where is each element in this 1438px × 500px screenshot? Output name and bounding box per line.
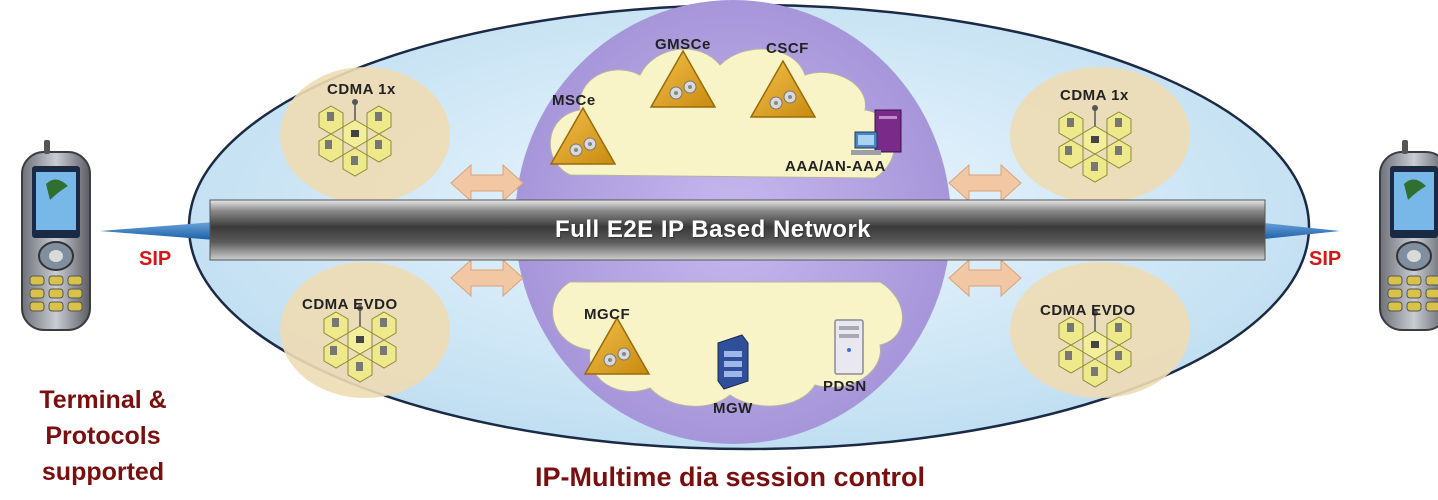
node-label-mgcf: MGCF bbox=[584, 306, 631, 323]
access-label-left-top: CDMA 1x bbox=[327, 81, 396, 98]
node-label-mgw: MGW bbox=[713, 400, 753, 417]
sip-label-right: SIP bbox=[1309, 248, 1342, 270]
pdsn-server-tower-icon bbox=[834, 319, 864, 375]
sip-label-left: SIP bbox=[139, 248, 172, 270]
node-label-aaa: AAA/AN-AAA bbox=[785, 158, 886, 175]
mobile-phone-icon bbox=[1379, 139, 1438, 331]
mobile-phone-icon bbox=[21, 139, 91, 331]
access-label-right-top: CDMA 1x bbox=[1060, 87, 1129, 104]
mgw-media-gateway-icon bbox=[717, 334, 749, 390]
sip-arrow-left bbox=[100, 222, 215, 240]
terminal-caption-line-2: Protocols bbox=[45, 422, 161, 450]
node-label-msce: MSCe bbox=[552, 92, 596, 109]
terminal-caption: Terminal & Protocols supported bbox=[8, 382, 198, 490]
node-label-gmsce: GMSCe bbox=[655, 36, 711, 53]
node-label-cscf: CSCF bbox=[766, 40, 809, 57]
access-label-left-bottom: CDMA EVDO bbox=[302, 296, 398, 313]
aaa-computer-server-icon bbox=[851, 109, 902, 155]
node-label-pdsn: PDSN bbox=[823, 378, 867, 395]
network-bar-label: Full E2E IP Based Network bbox=[555, 216, 872, 243]
sip-arrow-right bbox=[1255, 222, 1340, 240]
bottom-caption: IP-Multime dia session control bbox=[534, 462, 926, 492]
access-region-right-bottom bbox=[1010, 262, 1190, 398]
terminal-caption-line-1: Terminal & bbox=[39, 386, 167, 414]
ip-network-bar bbox=[209, 199, 1266, 261]
core-cloud-top bbox=[549, 48, 896, 179]
access-label-right-bottom: CDMA EVDO bbox=[1040, 302, 1136, 319]
terminal-caption-line-3: supported bbox=[41, 458, 165, 486]
